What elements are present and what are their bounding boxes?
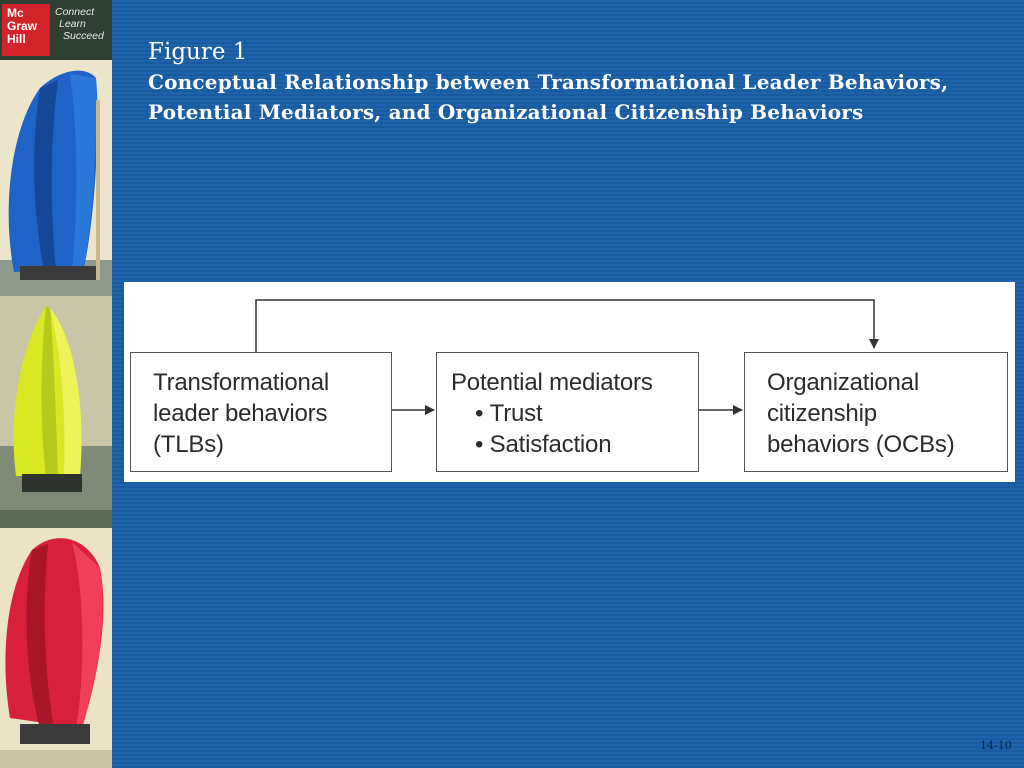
slide-header: Figure 1 Conceptual Relationship between… xyxy=(148,37,1008,127)
logo-line-2: Graw xyxy=(7,19,38,33)
figure-title: Conceptual Relationship between Transfor… xyxy=(148,70,949,124)
figure-label: Figure 1 xyxy=(148,39,248,65)
node-mediators-heading: Potential mediators xyxy=(451,369,653,396)
node-mediators: Potential mediators • Trust • Satisfacti… xyxy=(436,352,699,472)
yellow-sail-photo xyxy=(0,296,112,528)
diagram-connectors xyxy=(255,299,879,415)
logo-tagline: Connect Learn Succeed xyxy=(55,6,104,42)
node-tlbs-line-3: (TLBs) xyxy=(153,431,224,458)
diagram-panel: Transformational leader behaviors (TLBs)… xyxy=(124,282,1015,482)
node-ocbs: Organizational citizenship behaviors (OC… xyxy=(744,352,1008,472)
tagline-connect: Connect xyxy=(55,6,95,18)
logo-line-3: Hill xyxy=(7,32,26,46)
mcgraw-hill-logo: Mc Graw Hill xyxy=(2,4,50,56)
node-ocbs-line-2: citizenship xyxy=(767,400,877,427)
bullet-trust-text: Trust xyxy=(489,400,543,427)
node-tlbs: Transformational leader behaviors (TLBs) xyxy=(130,352,392,472)
tagline-succeed: Succeed xyxy=(63,30,104,42)
node-ocbs-line-1: Organizational xyxy=(767,369,919,396)
node-mediators-bullet-satisfaction: • Satisfaction xyxy=(475,431,612,458)
logo-line-1: Mc xyxy=(7,6,24,20)
bullet-satisfaction-text: Satisfaction xyxy=(489,431,612,458)
page-number: 14-10 xyxy=(980,739,1012,752)
node-mediators-bullet-trust: • Trust xyxy=(475,400,543,427)
node-ocbs-line-3: behaviors (OCBs) xyxy=(767,431,955,458)
node-tlbs-line-1: Transformational xyxy=(153,369,329,396)
blue-sail-photo xyxy=(0,60,112,296)
node-tlbs-line-2: leader behaviors xyxy=(153,400,328,427)
red-sail-photo xyxy=(0,528,112,768)
logo-band: Mc Graw Hill Connect Learn Succeed xyxy=(0,0,112,60)
tagline-learn: Learn xyxy=(59,18,86,30)
edge-tlbs-to-ocbs xyxy=(255,299,879,352)
sidebar: Mc Graw Hill Connect Learn Succeed xyxy=(0,0,112,768)
